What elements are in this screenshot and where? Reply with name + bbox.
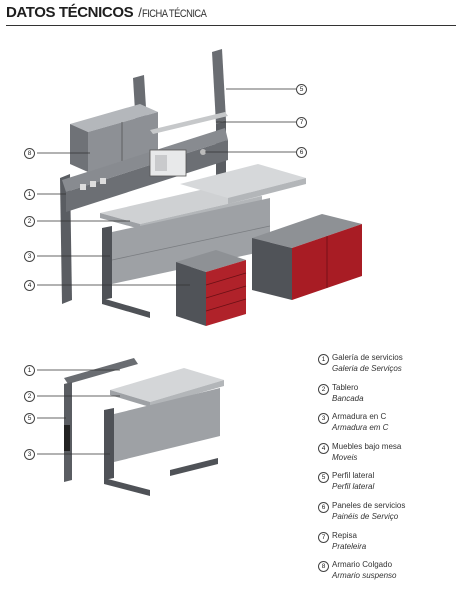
legend-number: 8 (318, 561, 329, 573)
callout-1: 1 (24, 189, 35, 200)
service-panel (62, 128, 228, 212)
legend-item: 1 Galería de servicios Galeria de Serviç… (318, 351, 458, 381)
page-title: DATOS TÉCNICOS (6, 4, 134, 21)
legend-label-pt: Armadura em C (332, 423, 389, 433)
legend-number: 4 (318, 442, 329, 454)
legend-label-es: Armario Colgado (332, 560, 393, 570)
c-frames (102, 198, 271, 318)
c-frame-bottom (104, 388, 220, 496)
header-rule (6, 25, 456, 26)
hanging-cabinet (70, 104, 158, 172)
shelf (150, 112, 228, 134)
legend-item: 3 Armadura en C Armadura em C (318, 410, 458, 440)
legend-label-es: Galería de servicios (332, 353, 403, 362)
legend-item: 6 Paneles de servicios Painéis de Serviç… (318, 499, 458, 529)
callout-4: 4 (24, 280, 35, 291)
legend-label-es: Tablero (332, 382, 359, 392)
parts-legend: 1 Galería de servicios Galeria de Serviç… (318, 351, 458, 588)
title-separator: / (138, 5, 142, 20)
callout-8: 8 (24, 148, 35, 159)
legend-label-pt: Armario suspenso (332, 571, 397, 581)
legend-item: 5 Perfil lateral Perfil lateral (318, 469, 458, 499)
mobile-drawer-unit (176, 250, 247, 326)
legend-item: 4 Muebles bajo mesa Moveis (318, 440, 458, 470)
callout-bottom-3: 3 (24, 449, 35, 460)
legend-label-es: Perfil lateral (332, 471, 375, 481)
legend-number: 3 (318, 413, 329, 425)
legend-label-es: Paneles de servicios (332, 500, 406, 510)
legend-label-pt: Bancada (332, 393, 364, 403)
legend-label-es: Muebles bajo mesa (332, 441, 402, 451)
callout-3: 3 (24, 251, 35, 262)
legend-label-pt: Moveis (332, 452, 358, 462)
legend-number: 1 (318, 354, 329, 365)
callout-5: 5 (296, 84, 307, 95)
page-header: DATOS TÉCNICOS /FICHA TÉCNICA (6, 4, 456, 26)
legend-label-pt: Perfil lateral (332, 482, 375, 492)
service-gallery-bottom (64, 358, 138, 482)
legend-label-pt: Galeria de Serviços (332, 364, 402, 373)
page-subtitle: FICHA TÉCNICA (141, 8, 207, 20)
callout-2: 2 (24, 216, 35, 227)
worktop-bottom (110, 368, 224, 407)
legend-number: 7 (318, 531, 329, 543)
callout-bottom-5: 5 (24, 413, 35, 424)
legend-label-pt: Prateleira (332, 541, 367, 551)
legend-label-pt: Painéis de Serviço (332, 511, 399, 521)
legend-label-es: Armadura en C (332, 412, 387, 422)
legend-number: 6 (318, 501, 329, 513)
callout-6: 6 (296, 147, 307, 158)
leader-lines-top (37, 88, 296, 286)
callout-7: 7 (296, 117, 307, 128)
leader-lines-bottom (37, 369, 120, 455)
callout-bottom-2: 2 (24, 391, 35, 402)
legend-label-es: Repisa (332, 530, 357, 540)
legend-item: 7 Repisa Prateleira (318, 529, 458, 559)
legend-number: 2 (318, 383, 329, 395)
under-bench-cabinet (252, 214, 362, 300)
legend-number: 5 (318, 472, 329, 484)
legend-item: 2 Tablero Bancada (318, 381, 458, 411)
callout-bottom-1: 1 (24, 365, 35, 376)
legend-item: 8 Armario Colgado Armario suspenso (318, 558, 458, 588)
